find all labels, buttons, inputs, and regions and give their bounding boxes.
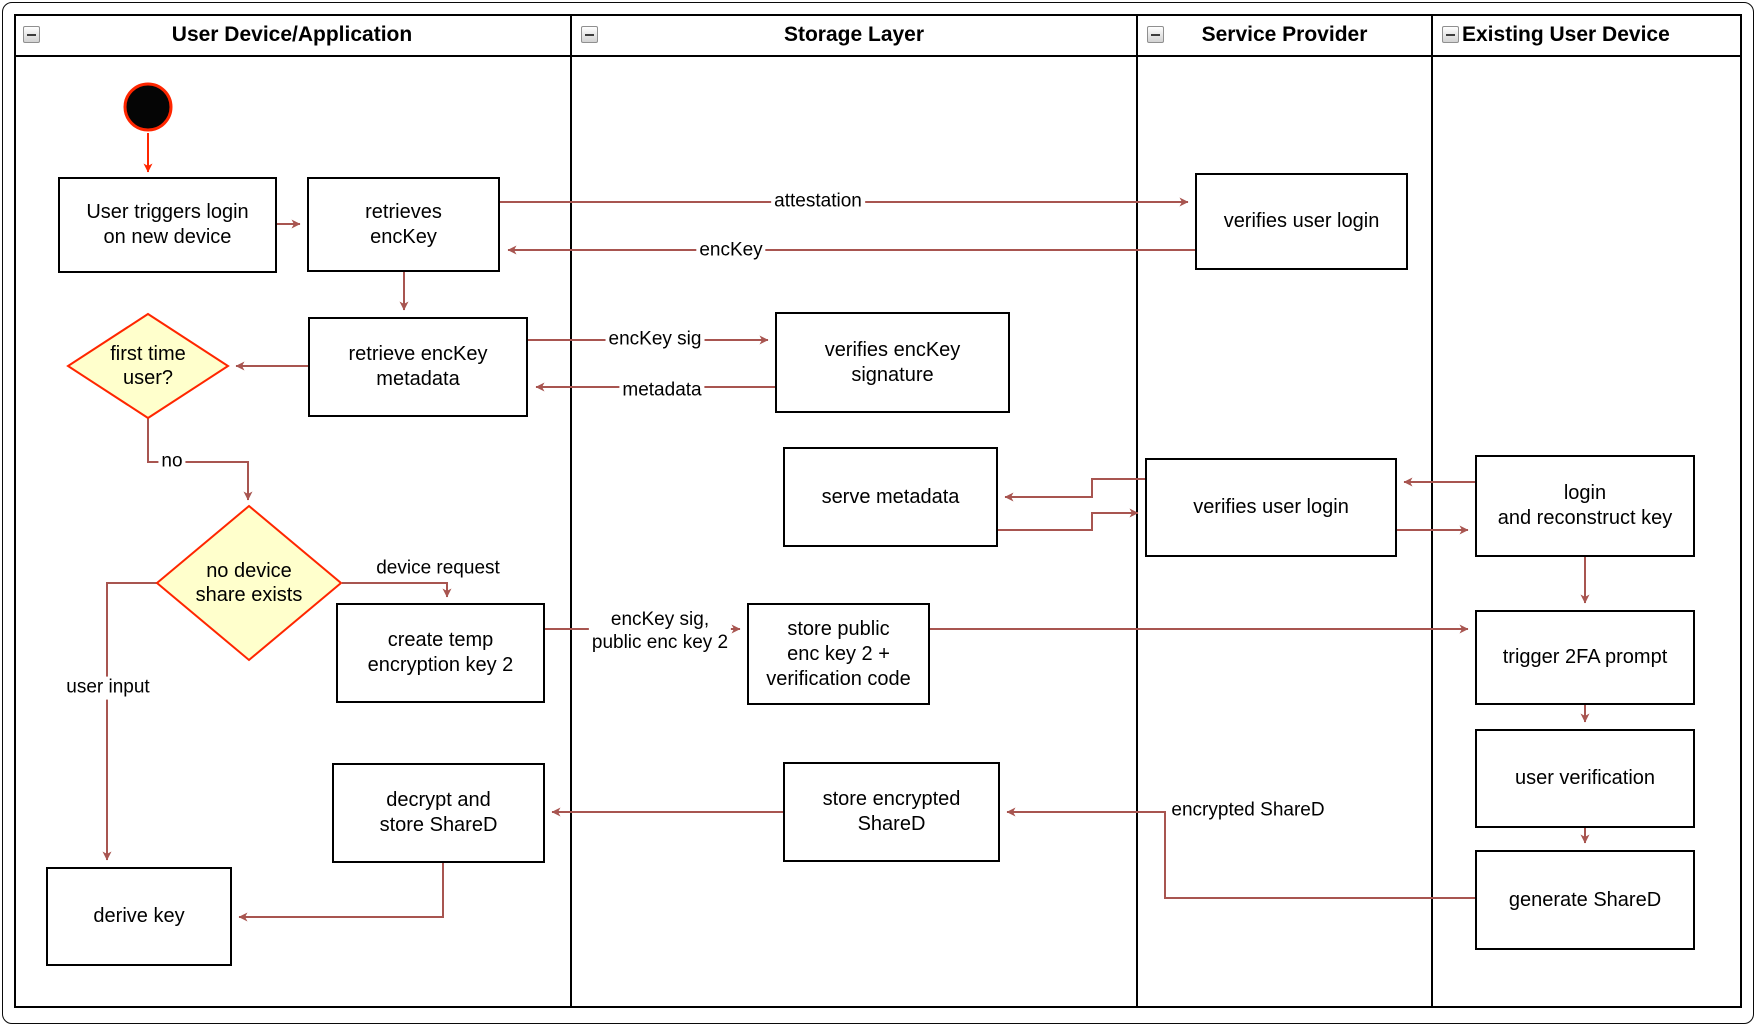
edge-verifies2-to-serve (1004, 478, 1145, 502)
activity-decrypt-store-shared[interactable]: decrypt and store ShareD (332, 763, 545, 863)
activity-verifies-user-login-2[interactable]: verifies user login (1145, 458, 1397, 557)
lane-header-storage-layer: Storage Layer (572, 14, 1136, 57)
edge-label-enckey-sig-public: encKey sig, public enc key 2 (588, 609, 732, 655)
activity-derive-key[interactable]: derive key (46, 867, 232, 966)
edge-no-branch (147, 418, 253, 501)
activity-serve-metadata[interactable]: serve metadata (783, 447, 998, 547)
edge-label-enckey-sig: encKey sig (605, 328, 705, 352)
minus-glyph (1151, 33, 1160, 36)
edge-serve-to-verifies2 (998, 508, 1139, 531)
activity-verifies-user-login-1[interactable]: verifies user login (1195, 173, 1408, 270)
lane-title: User Device/Application (171, 22, 413, 46)
lane-title: Existing User Device (1462, 22, 1670, 46)
edge-decrypt-to-derive-key (238, 863, 444, 922)
activity-trigger-2fa-prompt[interactable]: trigger 2FA prompt (1475, 610, 1695, 705)
activity-login-and-reconstruct-key[interactable]: login and reconstruct key (1475, 455, 1695, 557)
lane-header-user-device-application: User Device/Application (14, 14, 570, 57)
lane-user-device-application: User Device/Application (14, 14, 572, 1008)
initial-node[interactable] (123, 82, 173, 132)
lane-title: Storage Layer (783, 22, 925, 46)
edge-label-encrypted-shared: encrypted ShareD (1168, 799, 1328, 823)
collapse-minus-icon[interactable] (1147, 26, 1164, 43)
activity-user-verification[interactable]: user verification (1475, 729, 1695, 828)
decision-no-device-share-exists[interactable] (155, 504, 343, 662)
lane-header-existing-user-device: Existing User Device (1433, 14, 1742, 57)
activity-retrieve-enckey-metadata[interactable]: retrieve encKey metadata (308, 317, 528, 417)
activity-verifies-enckey-signature[interactable]: verifies encKey signature (775, 312, 1010, 413)
activity-create-temp-key2[interactable]: create temp encryption key 2 (336, 603, 545, 703)
activity-store-public-enc-key2[interactable]: store public enc key 2 + verification co… (747, 603, 930, 705)
decision-first-time-user[interactable] (66, 312, 230, 420)
lane-existing-user-device: Existing User Device (1433, 14, 1742, 1008)
lane-header-service-provider: Service Provider (1138, 14, 1431, 57)
activity-generate-shared[interactable]: generate ShareD (1475, 850, 1695, 950)
pool-frame (14, 14, 1742, 1008)
edge-label-device-request: device request (373, 557, 503, 581)
activity-store-encrypted-shared[interactable]: store encrypted ShareD (783, 762, 1000, 862)
edge-label-metadata: metadata (619, 379, 705, 403)
edge-generate-to-store-encrypted (1006, 807, 1475, 899)
activity-retrieves-enckey[interactable]: retrieves encKey (307, 177, 500, 272)
lane-title: Service Provider (1201, 22, 1368, 46)
edge-label-enckey: encKey (696, 239, 766, 263)
minus-glyph (585, 33, 594, 36)
collapse-minus-icon[interactable] (1442, 26, 1459, 43)
collapse-minus-icon[interactable] (581, 26, 598, 43)
collapse-minus-icon[interactable] (23, 26, 40, 43)
edge-label-user-input: user input (63, 676, 153, 700)
edge-device-request (342, 582, 452, 598)
edge-label-attestation: attestation (771, 190, 865, 214)
activity-user-triggers-login[interactable]: User triggers login on new device (58, 177, 277, 273)
minus-glyph (1446, 33, 1455, 36)
edge-label-no: no (158, 450, 186, 474)
minus-glyph (27, 33, 36, 36)
edge-user-input (102, 582, 157, 861)
lane-service-provider: Service Provider (1138, 14, 1433, 1008)
